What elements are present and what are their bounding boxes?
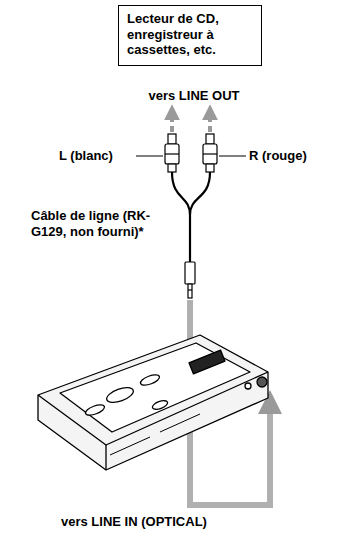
- device-box: Lecteur de CD, enregistreur à cassettes,…: [118, 5, 262, 66]
- mini-plug: [185, 262, 195, 298]
- rca-plug: [165, 134, 217, 172]
- plug-label: L (blanc): [58, 148, 136, 164]
- port-label: vers LINE OUT: [138, 88, 250, 104]
- signal-arrow: [172, 112, 210, 132]
- leader-line: [136, 156, 246, 157]
- port-label: vers LINE IN (OPTICAL): [60, 514, 282, 530]
- md-player: [38, 335, 268, 470]
- cable-label: Câble de ligne (RK-G129, non fourni)*: [30, 208, 182, 241]
- device-label: Lecteur de CD, enregistreur à cassettes,…: [127, 11, 253, 58]
- plug-label: R (rouge): [248, 148, 312, 164]
